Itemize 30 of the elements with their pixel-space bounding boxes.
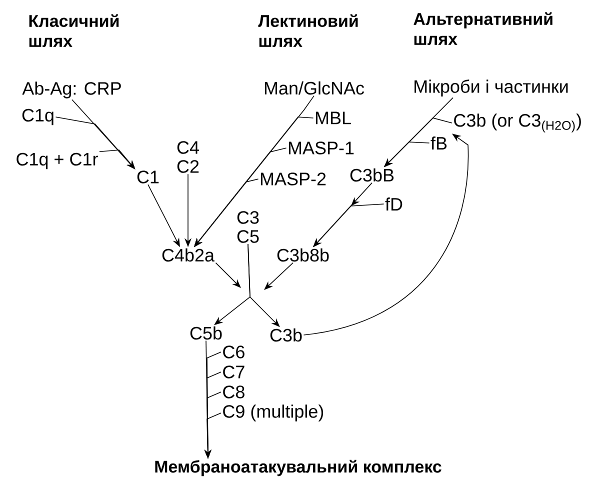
protein-label: C1 <box>137 170 159 184</box>
curved-arrow <box>303 134 468 336</box>
protein-label: C8 <box>223 386 244 398</box>
trigger-label: Ab-Ag: CRP <box>22 82 121 98</box>
arrow <box>264 262 294 290</box>
protein-label: C1q <box>22 108 54 126</box>
protein-label: MASP-1 <box>288 142 354 154</box>
protein-label: C3b (or C3$_{(H2O)}$) <box>454 114 581 132</box>
protein-label: C3 C5 <box>237 211 259 243</box>
pathway-heading: Лектиновий шлях <box>258 14 358 48</box>
protein-label: C3b8b <box>277 248 329 262</box>
protein-label: C6 <box>223 346 244 358</box>
protein-label: C7 <box>223 366 244 378</box>
pathway-heading: Альтернативний шлях <box>414 12 552 46</box>
protein-label: MASP-2 <box>260 172 326 186</box>
protein-label: C9 (multiple) <box>223 404 324 422</box>
protein-label: C4 C2 <box>177 141 199 173</box>
protein-label: C1q + C1r <box>16 152 98 170</box>
protein-label: C3b <box>270 328 302 342</box>
protein-label: C3bB <box>350 168 394 182</box>
trigger-label: Мікроби і частинки <box>414 80 568 96</box>
protein-label: fD <box>385 197 402 210</box>
protein-label: C5b <box>190 326 222 340</box>
trigger-label: Man/GlcNAc <box>264 81 364 95</box>
protein-label: fB <box>430 136 447 150</box>
pathway-heading: Класичний шлях <box>29 14 119 48</box>
protein-label: MBL <box>316 112 351 124</box>
arrow <box>215 262 241 288</box>
protein-label: C4b2a <box>162 248 214 262</box>
complex-label: Мембраноатакувальний комплекс <box>155 460 442 476</box>
